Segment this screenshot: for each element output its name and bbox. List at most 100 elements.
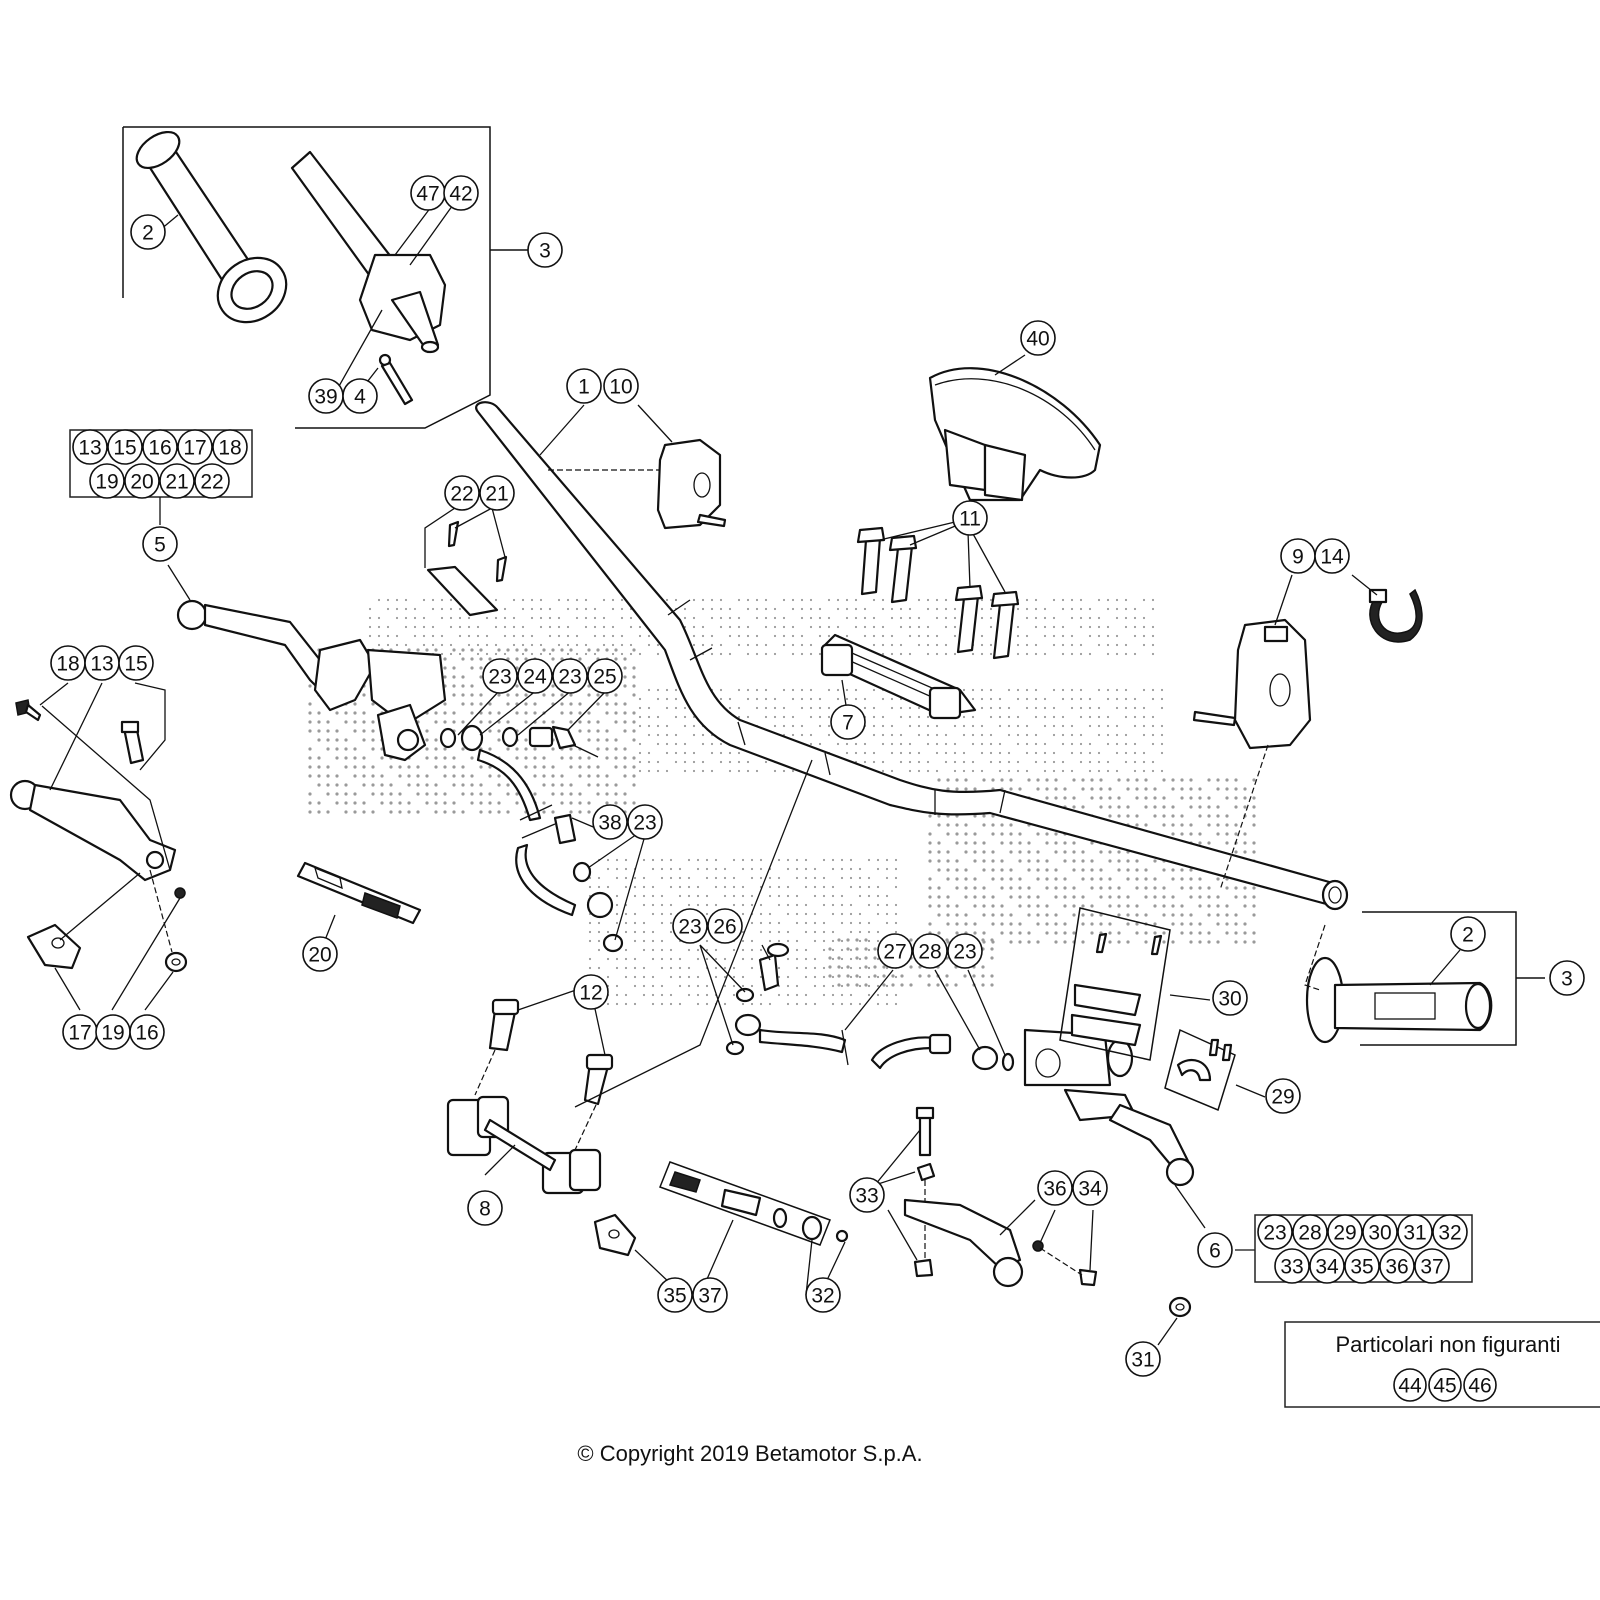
kit-6-item-36[interactable]: 36 xyxy=(1379,1248,1415,1284)
set-screw-19[interactable] xyxy=(174,887,186,899)
banjo-fittings-top[interactable] xyxy=(439,724,599,758)
not-shown-item-45[interactable]: 45 xyxy=(1428,1368,1462,1402)
callout-34[interactable]: 34 xyxy=(1072,1170,1108,1206)
callout-3-right[interactable]: 3 xyxy=(1549,960,1585,996)
callout-26[interactable]: 26 xyxy=(707,908,743,944)
top-clamp-7[interactable] xyxy=(820,633,977,720)
grip-left[interactable] xyxy=(130,125,298,335)
kit-6-item-35[interactable]: 35 xyxy=(1344,1248,1380,1284)
cable-tie-14[interactable] xyxy=(1368,588,1423,643)
grip-right[interactable] xyxy=(1305,956,1493,1044)
callout-6[interactable]: 6 xyxy=(1197,1232,1233,1268)
callout-21a[interactable]: 21 xyxy=(479,475,515,511)
callout-29[interactable]: 29 xyxy=(1265,1078,1301,1114)
callout-20[interactable]: 20 xyxy=(302,936,338,972)
bottom-clamp-8[interactable] xyxy=(446,1095,602,1195)
callout-25[interactable]: 25 xyxy=(587,658,623,694)
nut-16[interactable] xyxy=(164,951,188,973)
callout-22a[interactable]: 22 xyxy=(444,475,480,511)
callout-19[interactable]: 19 xyxy=(95,1014,131,1050)
kit-6-item-34[interactable]: 34 xyxy=(1309,1248,1345,1284)
callout-27[interactable]: 27 xyxy=(877,933,913,969)
not-shown-item-44[interactable]: 44 xyxy=(1393,1368,1427,1402)
kit-6-item-28[interactable]: 28 xyxy=(1292,1214,1328,1250)
spring-kit-37[interactable] xyxy=(659,1161,849,1246)
callout-40[interactable]: 40 xyxy=(1020,320,1056,356)
callout-38[interactable]: 38 xyxy=(592,804,628,840)
callout-2-right[interactable]: 2 xyxy=(1450,916,1486,952)
callout-47[interactable]: 47 xyxy=(410,175,446,211)
brake-master-cylinder-right[interactable] xyxy=(1023,1028,1195,1187)
clutch-lever[interactable] xyxy=(9,779,177,882)
kit-6-item-31[interactable]: 31 xyxy=(1397,1214,1433,1250)
callout-15[interactable]: 15 xyxy=(118,645,154,681)
fork-cover-40[interactable] xyxy=(928,367,1102,502)
brake-lever-assembly-left[interactable] xyxy=(176,599,447,762)
callout-23a[interactable]: 23 xyxy=(482,658,518,694)
callout-31[interactable]: 31 xyxy=(1125,1341,1161,1377)
kit-6-item-32[interactable]: 32 xyxy=(1432,1214,1468,1250)
kit-6-item-30[interactable]: 30 xyxy=(1362,1214,1398,1250)
callout-23c[interactable]: 23 xyxy=(627,804,663,840)
callout-18[interactable]: 18 xyxy=(50,645,86,681)
callout-14[interactable]: 14 xyxy=(1314,538,1350,574)
callout-23d[interactable]: 23 xyxy=(672,908,708,944)
kit-6-item-23[interactable]: 23 xyxy=(1257,1214,1293,1250)
callout-17[interactable]: 17 xyxy=(62,1014,98,1050)
callout-12[interactable]: 12 xyxy=(573,974,609,1010)
lever-bolt-18[interactable] xyxy=(15,699,42,722)
kit-5-item-13[interactable]: 13 xyxy=(72,429,108,465)
callout-1[interactable]: 1 xyxy=(566,368,602,404)
kit-6-item-37[interactable]: 37 xyxy=(1414,1248,1450,1284)
callout-39[interactable]: 39 xyxy=(308,378,344,414)
kit-6-item-29[interactable]: 29 xyxy=(1327,1214,1363,1250)
kit-5-item-21[interactable]: 21 xyxy=(159,463,195,499)
banjo-fittings-lower[interactable] xyxy=(725,942,790,1056)
callout-33[interactable]: 33 xyxy=(849,1177,885,1213)
callout-32[interactable]: 32 xyxy=(805,1277,841,1313)
callout-10[interactable]: 10 xyxy=(603,368,639,404)
kit-5-item-15[interactable]: 15 xyxy=(107,429,143,465)
kit-5-item-22[interactable]: 22 xyxy=(194,463,230,499)
not-shown-item-46[interactable]: 46 xyxy=(1463,1368,1497,1402)
clamp-29[interactable] xyxy=(1164,1028,1236,1112)
callout-30[interactable]: 30 xyxy=(1212,980,1248,1016)
callout-23e[interactable]: 23 xyxy=(947,933,983,969)
lever-cover-35[interactable] xyxy=(593,1213,637,1257)
callout-36[interactable]: 36 xyxy=(1037,1170,1073,1206)
kit-5-item-18[interactable]: 18 xyxy=(212,429,248,465)
switch-9[interactable] xyxy=(1192,618,1312,750)
banjo-fittings-mid[interactable] xyxy=(553,813,624,953)
handlebar[interactable] xyxy=(475,401,1349,911)
spring-kit-20[interactable] xyxy=(296,861,422,925)
clamp-bolts-11[interactable] xyxy=(856,526,1020,660)
reservoir-cap[interactable] xyxy=(426,520,508,617)
callout-11[interactable]: 11 xyxy=(952,500,988,536)
callout-7[interactable]: 7 xyxy=(830,704,866,740)
callout-13[interactable]: 13 xyxy=(84,645,120,681)
fittings-28-23[interactable] xyxy=(928,1033,1015,1072)
callout-24[interactable]: 24 xyxy=(517,658,553,694)
nut-31[interactable] xyxy=(1168,1296,1192,1318)
switch-10[interactable] xyxy=(656,438,727,530)
callout-16[interactable]: 16 xyxy=(129,1014,165,1050)
callout-28[interactable]: 28 xyxy=(912,933,948,969)
pivot-bolt-33[interactable] xyxy=(913,1106,936,1278)
callout-42[interactable]: 42 xyxy=(443,175,479,211)
callout-35[interactable]: 35 xyxy=(657,1277,693,1313)
callout-4[interactable]: 4 xyxy=(342,378,378,414)
brake-pads-30[interactable] xyxy=(1059,907,1171,1061)
kit-5-item-19[interactable]: 19 xyxy=(89,463,125,499)
clamp-bolts-12[interactable] xyxy=(488,998,614,1106)
callout-37[interactable]: 37 xyxy=(692,1277,728,1313)
callout-8[interactable]: 8 xyxy=(467,1190,503,1226)
kit-5-item-17[interactable]: 17 xyxy=(177,429,213,465)
callout-2-left[interactable]: 2 xyxy=(130,214,166,250)
brake-lever-36[interactable] xyxy=(903,1198,1024,1288)
callout-3-top[interactable]: 3 xyxy=(527,232,563,268)
kit-5-item-16[interactable]: 16 xyxy=(142,429,178,465)
callout-9[interactable]: 9 xyxy=(1280,538,1316,574)
kit-6-item-33[interactable]: 33 xyxy=(1274,1248,1310,1284)
lever-hardware-34[interactable] xyxy=(1032,1240,1098,1287)
callout-5[interactable]: 5 xyxy=(142,526,178,562)
